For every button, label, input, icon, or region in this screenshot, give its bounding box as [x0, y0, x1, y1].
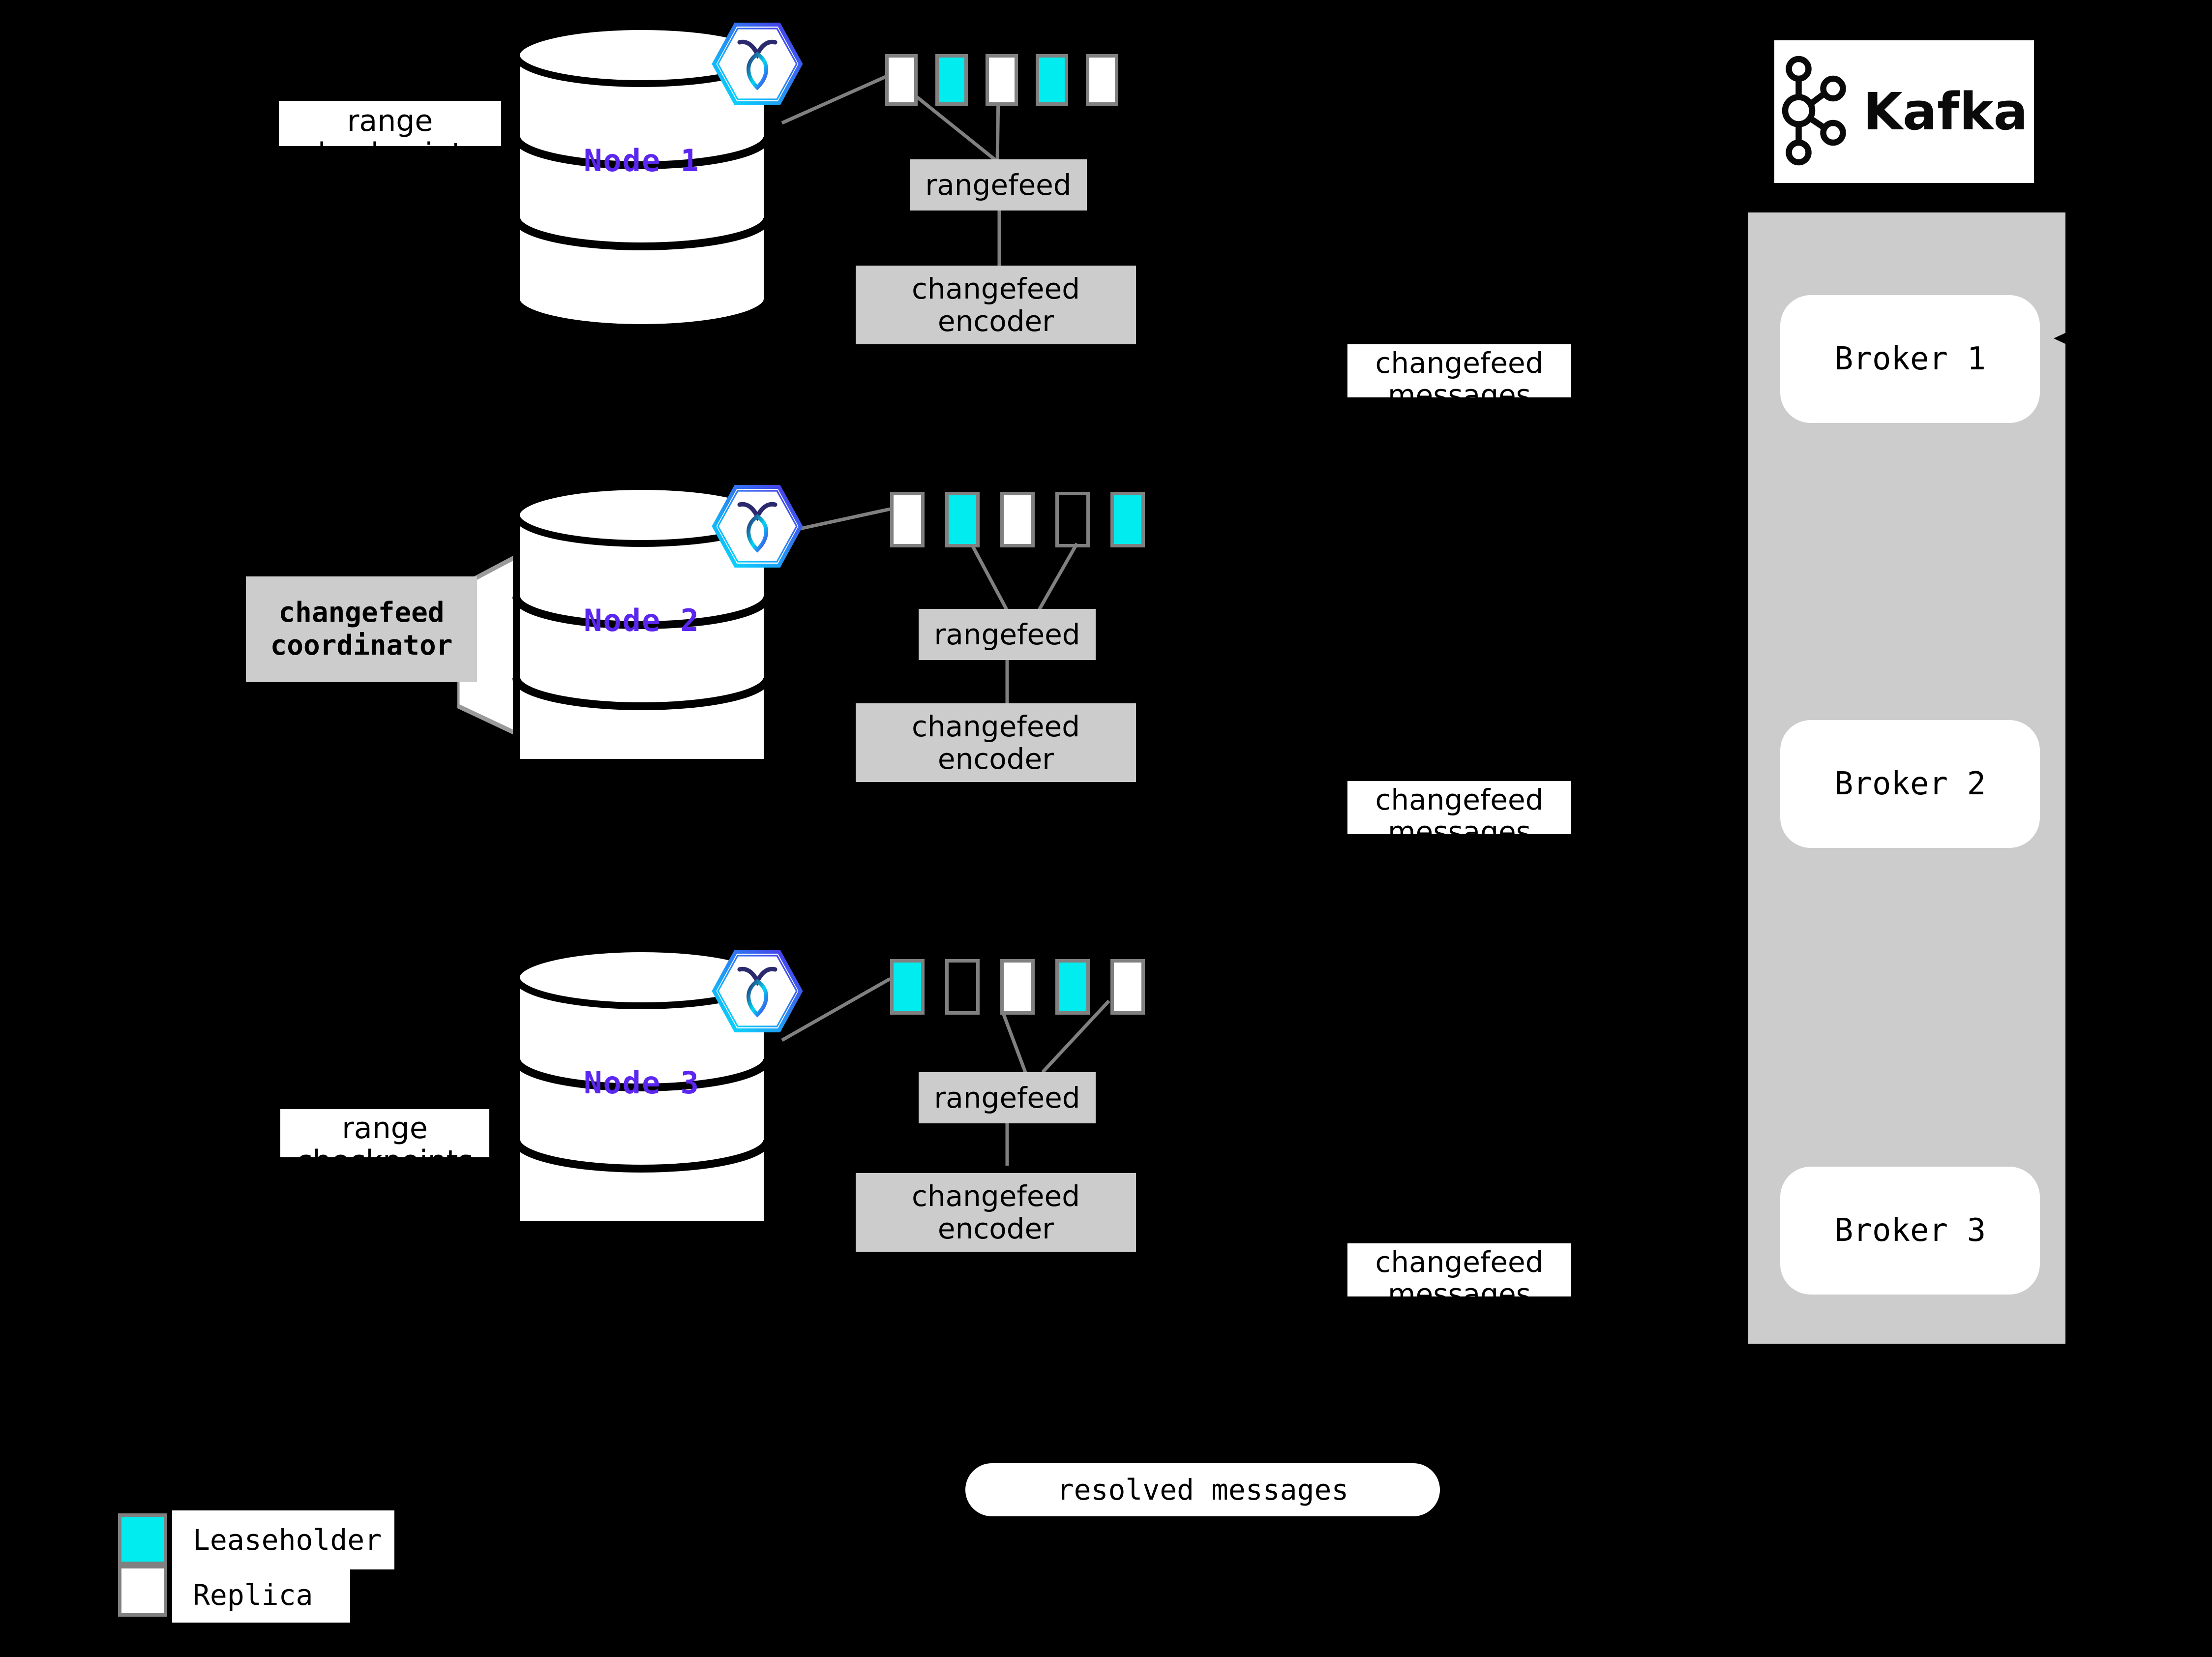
replica-cell[interactable] — [1086, 54, 1118, 106]
connector-replica-to-rangefeed-n3 — [1001, 1012, 1027, 1073]
rangefeed-box-node-3[interactable]: rangefeed — [919, 1072, 1096, 1123]
rangefeed-box-node-2[interactable]: rangefeed — [919, 609, 1096, 660]
legend-swatch-leaseholder — [118, 1513, 167, 1565]
node-1-label: Node 1 — [584, 143, 700, 179]
range-checkpoints-label-node1: range checkpoints — [279, 101, 501, 171]
kafka-broker-panel: Broker 1 Broker 2 Broker 3 — [1748, 212, 2065, 1344]
changefeed-messages-line2: messages — [1388, 1277, 1531, 1311]
range-checkpoints-line1: range — [342, 1111, 428, 1145]
replica-cell[interactable] — [945, 959, 980, 1015]
connector-replica2-to-rangefeed-n3 — [1041, 999, 1110, 1074]
connector-replica2-to-rangefeed-n2 — [1036, 542, 1079, 613]
coordinator-line1: changefeed — [278, 597, 445, 629]
changefeed-messages-label-1: changefeed messages — [1347, 344, 1571, 411]
changefeed-messages-label-2: changefeed messages — [1347, 781, 1571, 847]
replica-cell[interactable] — [986, 54, 1018, 106]
replica-cell[interactable] — [885, 54, 918, 106]
changefeed-messages-line1: changefeed — [1375, 346, 1544, 380]
encoder-line2: encoder — [937, 304, 1054, 338]
connector-node3-to-replicas — [781, 977, 891, 1042]
connector-replica2-to-rangefeed-n1 — [995, 94, 1000, 163]
broker-3[interactable]: Broker 3 — [1780, 1167, 2040, 1295]
broker-2[interactable]: Broker 2 — [1780, 720, 2040, 848]
kafka-logo-box: Kafka — [1774, 40, 2034, 183]
legend-label-leaseholder: Leaseholder — [172, 1510, 394, 1569]
encoder-line1: changefeed — [911, 1179, 1080, 1213]
replica-cell[interactable] — [890, 492, 925, 547]
changefeed-messages-line2: messages — [1388, 378, 1531, 412]
changefeed-coordinator-box[interactable]: changefeed coordinator — [246, 576, 477, 682]
changefeed-messages-line1: changefeed — [1375, 1245, 1544, 1279]
replica-cell[interactable] — [1000, 492, 1035, 547]
changefeed-messages-line2: messages — [1388, 814, 1531, 848]
range-checkpoints-line2: checkpoints — [296, 1144, 474, 1179]
kafka-wordmark: Kafka — [1863, 82, 2028, 142]
range-checkpoints-line2: checkpoints — [301, 137, 478, 172]
node-1-cylinder[interactable]: Node 1 — [511, 25, 772, 330]
encoder-line2: encoder — [937, 1212, 1054, 1245]
replica-cell[interactable] — [945, 492, 980, 547]
encoder-line2: encoder — [937, 742, 1054, 776]
cockroachdb-hexagon-icon — [708, 15, 807, 115]
range-checkpoints-label-node3: range checkpoints — [280, 1109, 489, 1178]
cockroachdb-hexagon-icon — [708, 942, 807, 1042]
legend-swatch-replica — [118, 1565, 167, 1617]
legend-label-replica: Replica — [172, 1567, 350, 1623]
resolved-messages-pill[interactable]: resolved messages — [965, 1463, 1440, 1516]
changefeed-encoder-box-node-2[interactable]: changefeed encoder — [856, 703, 1136, 782]
connector-replica-to-rangefeed-n2 — [969, 542, 1010, 613]
kafka-logo-icon — [1780, 54, 1854, 169]
changefeed-messages-line1: changefeed — [1375, 783, 1544, 816]
coordinator-line2: coordinator — [270, 629, 453, 662]
connector-replica-to-rangefeed-n1 — [912, 93, 1000, 164]
node-2-cylinder[interactable]: Node 2 — [511, 484, 772, 789]
replica-cell[interactable] — [1110, 492, 1145, 547]
changefeed-encoder-box-node-3[interactable]: changefeed encoder — [856, 1173, 1136, 1252]
range-checkpoints-line1: range — [347, 104, 433, 138]
incoming-arrow-icon — [2054, 325, 2083, 352]
replica-cell[interactable] — [1036, 54, 1068, 106]
changefeed-messages-label-3: changefeed messages — [1347, 1243, 1571, 1310]
rangefeed-box-node-1[interactable]: rangefeed — [910, 159, 1087, 211]
replica-cell[interactable] — [1000, 959, 1035, 1015]
replica-cell[interactable] — [1055, 959, 1090, 1015]
node-3-label: Node 3 — [584, 1065, 700, 1101]
cockroachdb-hexagon-icon — [708, 477, 807, 577]
connector-node1-to-replicas — [781, 73, 891, 125]
node-3-cylinder[interactable]: Node 3 — [511, 947, 772, 1252]
node-2-label: Node 2 — [584, 603, 700, 638]
replica-cell[interactable] — [935, 54, 968, 106]
encoder-line1: changefeed — [911, 271, 1080, 305]
broker-1[interactable]: Broker 1 — [1780, 295, 2040, 423]
replica-cell[interactable] — [890, 959, 925, 1015]
changefeed-encoder-box-node-1[interactable]: changefeed encoder — [856, 266, 1136, 344]
replica-cell[interactable] — [1055, 492, 1090, 547]
replica-cell[interactable] — [1110, 959, 1145, 1015]
encoder-line1: changefeed — [911, 709, 1080, 743]
